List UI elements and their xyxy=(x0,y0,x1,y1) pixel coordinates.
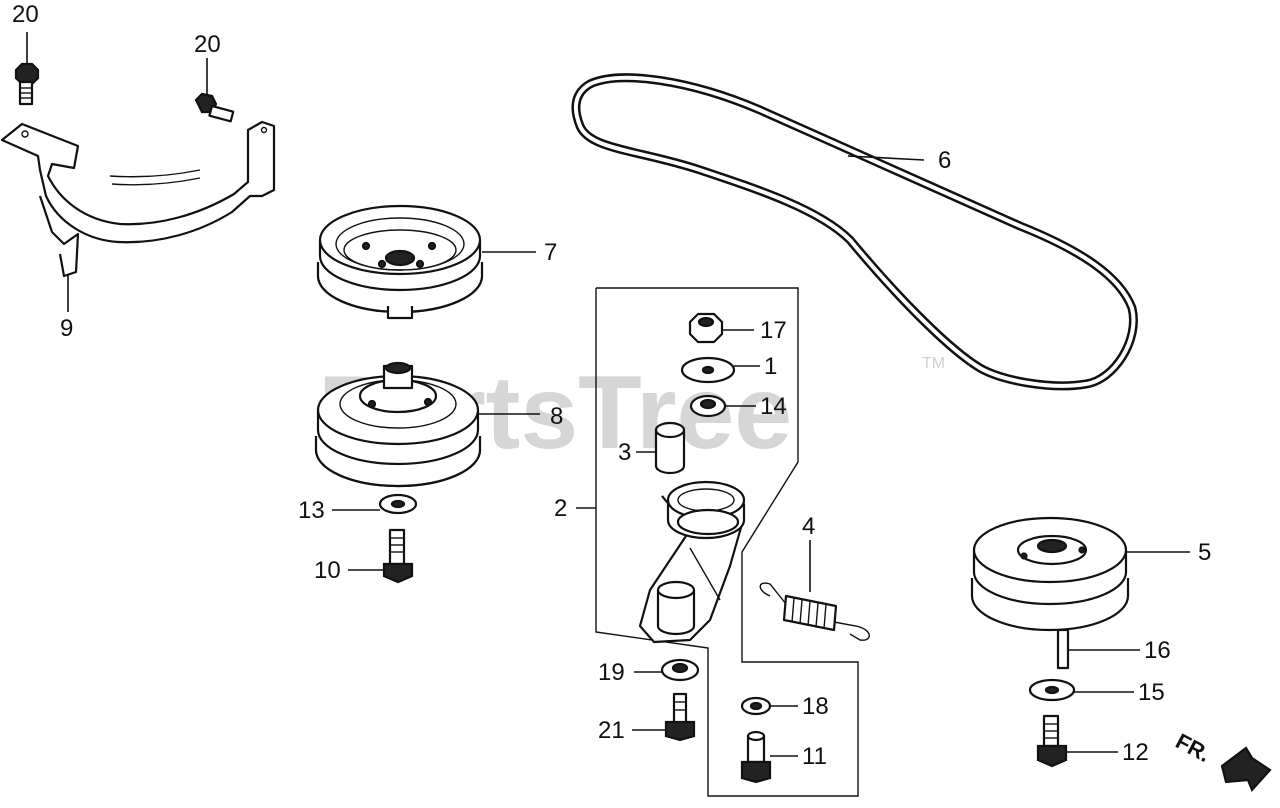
bolt-20-right[interactable] xyxy=(194,58,235,123)
callout-17: 17 xyxy=(760,317,787,344)
front-arrow-label: FR. xyxy=(1172,728,1215,767)
callout-9: 9 xyxy=(60,315,73,342)
pulley-7[interactable] xyxy=(316,204,536,320)
callout-3: 3 xyxy=(618,439,631,466)
callout-19: 19 xyxy=(598,659,625,686)
bracket-9[interactable] xyxy=(0,120,276,312)
callout-1: 1 xyxy=(764,353,777,380)
key-16[interactable] xyxy=(1056,628,1140,670)
washer-14[interactable] xyxy=(689,394,756,418)
bushing-3[interactable] xyxy=(636,421,686,475)
callout-18: 18 xyxy=(802,693,829,720)
callout-13: 13 xyxy=(298,497,325,524)
bolt-10[interactable] xyxy=(348,528,414,584)
callout-16: 16 xyxy=(1144,637,1171,664)
callout-7: 7 xyxy=(544,239,557,266)
washer-15[interactable] xyxy=(1028,678,1134,702)
tension-arm-2[interactable] xyxy=(638,480,746,644)
callout-15: 15 xyxy=(1138,679,1165,706)
callout-12: 12 xyxy=(1122,739,1149,766)
belt-6[interactable] xyxy=(571,73,1138,391)
nut-17[interactable] xyxy=(688,312,754,344)
front-direction-arrow: FR. xyxy=(1172,728,1272,793)
callout-10: 10 xyxy=(314,557,341,584)
callout-21: 21 xyxy=(598,717,625,744)
washer-19[interactable] xyxy=(634,658,700,682)
pulley-5[interactable] xyxy=(970,516,1190,632)
washer-1[interactable] xyxy=(680,356,760,384)
callout-20-right: 20 xyxy=(194,31,221,58)
bolt-21[interactable] xyxy=(632,692,696,742)
arrow-icon xyxy=(1220,746,1272,793)
bolt-11[interactable] xyxy=(740,730,798,784)
callout-6: 6 xyxy=(938,147,951,174)
bolt-20-left[interactable] xyxy=(14,32,40,106)
callout-20-left: 20 xyxy=(12,1,39,28)
callout-11: 11 xyxy=(802,743,827,770)
pulley-8[interactable] xyxy=(314,361,540,488)
callout-2: 2 xyxy=(554,495,567,522)
callout-14: 14 xyxy=(760,393,787,420)
spring-4[interactable] xyxy=(759,540,870,641)
washer-13[interactable] xyxy=(332,493,418,515)
callout-5: 5 xyxy=(1198,539,1211,566)
watermark-trademark: TM xyxy=(922,355,945,372)
callout-8: 8 xyxy=(550,403,563,430)
washer-18[interactable] xyxy=(740,696,798,716)
bolt-12[interactable] xyxy=(1036,714,1118,768)
tensioner-group-box xyxy=(576,287,859,797)
callout-4: 4 xyxy=(802,513,815,540)
